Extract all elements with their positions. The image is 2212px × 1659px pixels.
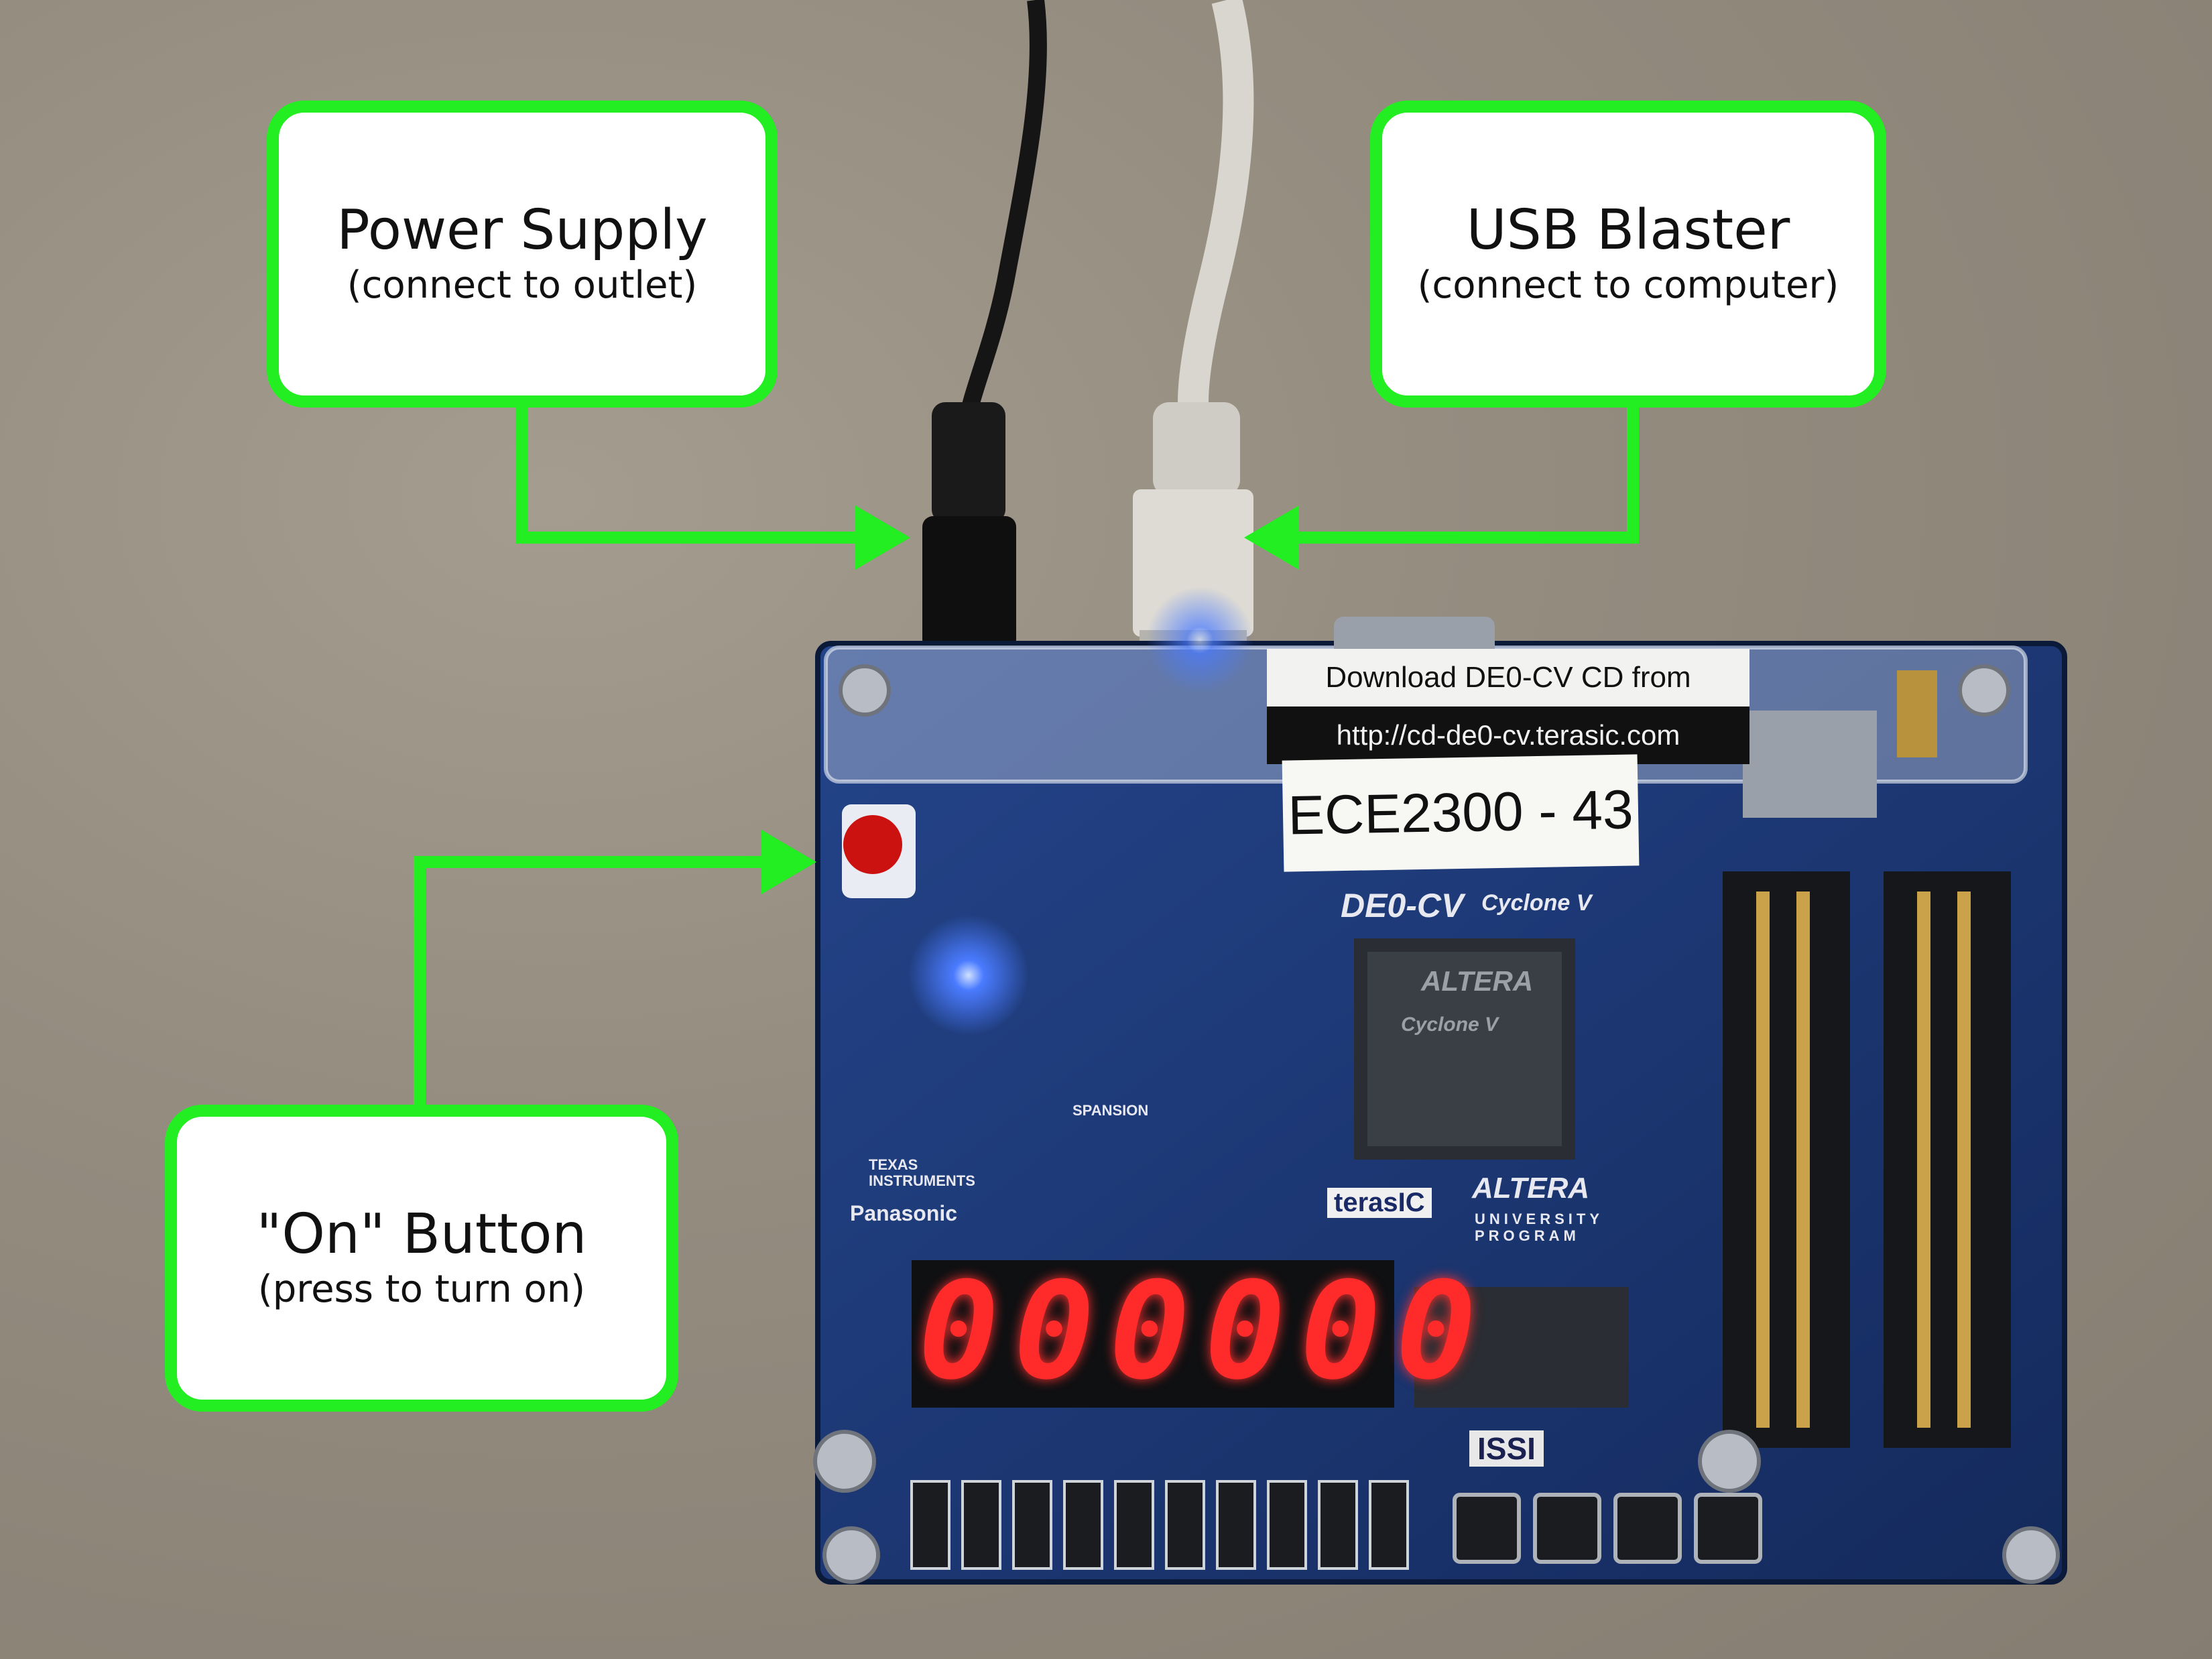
spansion-text: SPANSION <box>1072 1102 1149 1119</box>
board-model-text: DE0-CV <box>1341 887 1464 924</box>
callout-on-title: "On" Button <box>256 1202 587 1266</box>
usb-cable <box>1178 0 1254 403</box>
cd-download-label: Download DE0-CV CD from <box>1267 649 1749 706</box>
callout-power-title: Power Supply <box>336 198 708 262</box>
callout-usb-title: USB Blaster <box>1466 198 1790 262</box>
power-plug <box>922 402 1016 650</box>
panasonic-text: Panasonic <box>850 1201 958 1225</box>
chip-family-text: Cyclone V <box>1401 1013 1499 1036</box>
callout-usb-note: (connect to computer) <box>1417 263 1839 308</box>
power-led <box>908 915 1029 1036</box>
fpga-board <box>813 617 2067 1585</box>
power-button <box>842 804 916 898</box>
callout-on-button: "On" Button (press to turn on) <box>165 1105 678 1412</box>
callout-usb-blaster: USB Blaster (connect to computer) <box>1370 101 1886 408</box>
board-id-tag: ECE2300 - 43 <box>1282 754 1640 872</box>
cyclone-logo-text: Cyclone V <box>1481 890 1592 916</box>
callout-power-supply: Power Supply (connect to outlet) <box>267 101 778 408</box>
university-program-text: UNIVERSITY PROGRAM <box>1475 1211 1603 1245</box>
terasic-logo: terasIC <box>1327 1188 1432 1218</box>
power-cable <box>957 0 1047 431</box>
texas-instruments-text: TEXAS INSTRUMENTS <box>869 1156 975 1190</box>
chip-brand-text: ALTERA <box>1421 965 1534 997</box>
callout-on-note: (press to turn on) <box>257 1268 586 1312</box>
callout-power-note: (connect to outlet) <box>347 263 698 308</box>
issi-logo: ISSI <box>1469 1430 1544 1467</box>
seven-segment-display: 000000 <box>918 1253 1491 1410</box>
cd-url-label: http://cd-de0-cv.terasic.com <box>1267 706 1749 764</box>
altera-logo-text: ALTERA <box>1472 1172 1590 1205</box>
